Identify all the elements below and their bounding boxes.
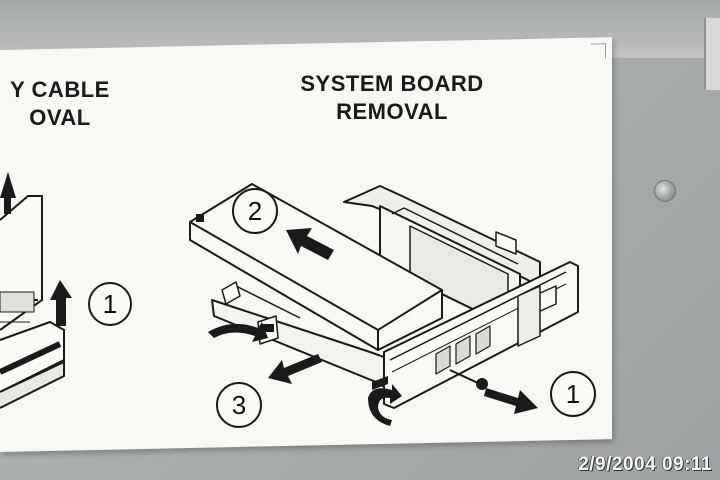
- arrow-up-icon: [50, 280, 72, 326]
- right-step-2-number: 2: [248, 196, 262, 226]
- curved-arrow-icon: [368, 384, 402, 426]
- left-heading-line1: Y CABLE: [10, 77, 110, 102]
- camera-timestamp: 2/9/2004 09:11: [578, 454, 712, 475]
- left-section-heading: Y CABLE OVAL: [0, 76, 150, 132]
- right-step-2-callout: 2: [232, 188, 278, 234]
- right-step-3-number: 3: [232, 390, 246, 420]
- chassis-slot: [704, 18, 720, 90]
- right-step-1-callout: 1: [550, 371, 596, 417]
- arrow-left-icon: [286, 228, 334, 260]
- screw-icon: [449, 369, 488, 390]
- arrow-up-icon: [0, 172, 16, 214]
- right-step-3-callout: 3: [216, 382, 262, 428]
- right-section-heading: SYSTEM BOARD REMOVAL: [272, 70, 512, 126]
- curved-arrow-icon: [208, 322, 268, 342]
- right-heading-line1: SYSTEM BOARD: [300, 71, 484, 96]
- arrow-right-icon: [484, 388, 538, 414]
- left-cable-diagram: [0, 195, 65, 409]
- chassis-rivet: [654, 180, 676, 202]
- right-step-1-number: 1: [566, 379, 580, 409]
- left-step-1-number: 1: [103, 289, 117, 319]
- left-heading-line2: OVAL: [29, 105, 91, 130]
- arrow-left-icon: [268, 354, 322, 384]
- right-heading-line2: REMOVAL: [336, 99, 448, 124]
- left-step-1-callout: 1: [88, 282, 132, 326]
